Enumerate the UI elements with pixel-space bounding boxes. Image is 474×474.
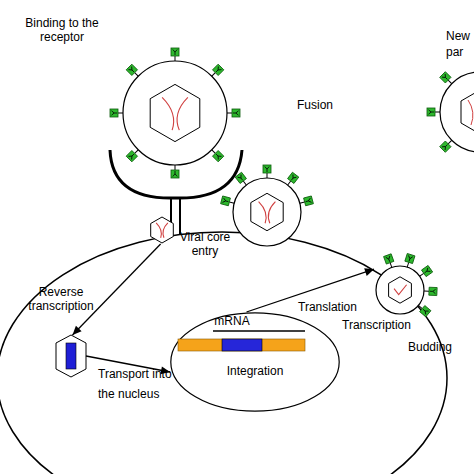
node-label: Budding [408,340,468,354]
viral-core [150,84,200,141]
flow-arrow [73,244,161,335]
process-node: mRNA Integration [170,312,340,412]
envelope-spike [384,254,396,269]
envelope-spike [126,147,141,162]
process-node: Budding [374,264,426,316]
nucleus-outline [171,313,339,411]
edge-label: Translation [298,297,368,317]
envelope-spike [403,253,415,268]
arrow-head [364,268,374,276]
viral-dna [66,343,76,369]
envelope-spike [424,287,437,296]
virus-envelope [233,178,301,246]
envelope-spike [227,109,240,117]
shape-outline [108,46,242,180]
envelope-spike [285,172,299,187]
shape-outline [229,174,305,250]
viral-rna [156,223,168,238]
viral-rna [162,97,188,130]
virus-envelope [376,266,424,314]
process-node: Fusion [229,174,305,250]
envelope-spike [209,147,224,162]
envelope-spike [417,265,432,279]
envelope-spike [110,109,123,117]
shape-outline [374,264,426,316]
viral-core [56,335,86,377]
viral-core [389,277,412,303]
envelope-spike [263,165,271,178]
node-label: Reverse transcription [20,285,102,313]
step-label: New [446,26,474,46]
envelope-spike [171,165,179,178]
viral-rna [394,285,407,295]
new-particle [427,59,474,165]
arrow-head [73,326,82,335]
step-label: par [446,42,474,62]
mrna-strand [213,330,305,332]
virus-envelope [123,61,227,165]
viral-core [151,217,174,243]
node-label: Integration [210,364,300,378]
process-node: Reverse transcription [56,335,86,377]
provirus-dna [222,339,262,351]
shape-outline [56,335,86,377]
node-label: Binding to the receptor [16,16,108,44]
cell-membrane [0,232,447,474]
receptor-stem [179,198,181,234]
envelope-spike [299,196,314,207]
node-label: mRNA [210,314,254,328]
envelope-spike [126,64,141,79]
arrow-line [73,244,161,335]
host-dna [178,339,305,351]
step-label: Transcription [342,315,422,335]
node-label: Fusion [297,98,347,112]
viral-rna [259,202,276,224]
envelope-spike [171,48,179,61]
process-node: Binding to the receptor [108,46,242,180]
process-node: Viral core entry [148,216,176,244]
node-label: Viral core entry [174,230,236,258]
shape-outline [148,216,176,244]
shape-outline [170,312,340,412]
envelope-spike [221,196,236,207]
envelope-spike [416,302,431,316]
viral-core [251,193,283,230]
edge-label: Transport into the nucleus [98,364,180,404]
envelope-spike [209,64,224,79]
envelope-spike [235,172,249,187]
